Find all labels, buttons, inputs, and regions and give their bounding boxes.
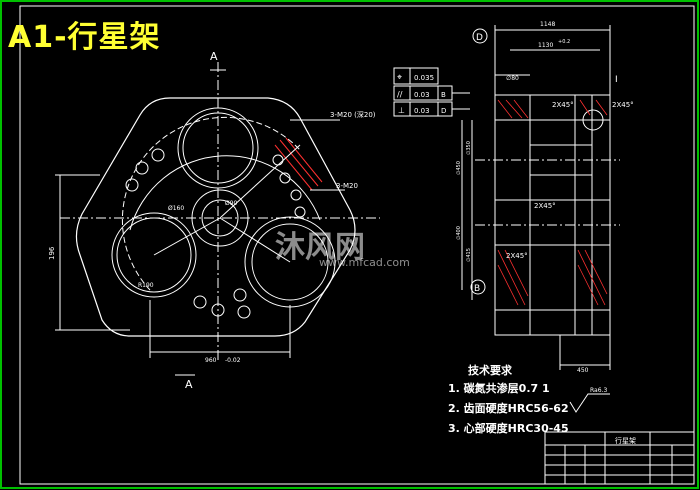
gdt-datum-2: B — [441, 91, 446, 99]
chamfer-3: 2X45° — [534, 202, 556, 210]
dim-vertical-2: ∅350 — [466, 141, 472, 155]
detail-circle — [582, 109, 604, 131]
small-hole — [125, 178, 139, 192]
small-hole — [279, 172, 291, 184]
outer-arc — [129, 155, 321, 231]
inner-frame — [19, 5, 695, 485]
section-outline — [494, 94, 611, 336]
title-block-label: 行星架 — [615, 436, 636, 445]
tech-requirement-item: 1. 碳氮共渗层0.7 1 — [448, 382, 550, 395]
datum-b-label: B — [474, 284, 480, 294]
gdt-value-2: 0.03 — [414, 91, 430, 99]
dim-left-top: ∅80 — [506, 75, 519, 82]
radial-line — [219, 217, 291, 263]
small-hole — [193, 295, 207, 309]
section-hatch — [497, 99, 608, 306]
chamfer-1: 2X45° — [552, 101, 574, 109]
gdt-symbol-1: ⌖ — [397, 73, 402, 83]
section-mark-a-top: A — [210, 50, 218, 63]
small-hole — [237, 305, 251, 319]
front-view — [55, 62, 380, 376]
gdt-symbol-2: // — [397, 90, 403, 99]
datum-b-bubble — [470, 279, 486, 295]
radial-line — [219, 144, 301, 219]
dim-inner-width: 1130 — [538, 42, 553, 49]
dim-inner-tolerance: +0.2 — [558, 39, 570, 45]
small-hole — [151, 148, 165, 162]
gdt-datum-3: D — [441, 107, 446, 115]
chamfer-4: 2X45° — [506, 252, 528, 260]
dim-bottom-horizontal: 960 — [205, 357, 217, 364]
planet-bore-left — [111, 212, 197, 298]
dim-diameter-2: Ø90 — [225, 200, 238, 207]
dim-vertical-1: ∅450 — [456, 161, 462, 175]
dim-vertical-4: ∅415 — [466, 248, 472, 262]
gdt-frames — [393, 67, 470, 117]
dim-vertical-3: ∅400 — [456, 226, 462, 240]
title-block — [544, 431, 695, 485]
datum-d-label: D — [476, 33, 483, 43]
section-view — [461, 25, 620, 370]
detail-mark: I — [615, 75, 618, 85]
chamfer-2: 2X45° — [612, 101, 634, 109]
section-hatch-front — [274, 137, 323, 191]
dim-bottom: 450 — [577, 367, 589, 374]
gdt-symbol-3: ⊥ — [398, 106, 405, 115]
section-mark-a-bottom: A — [185, 378, 193, 391]
small-hole — [135, 161, 149, 175]
gdt-value-3: 0.03 — [414, 107, 430, 115]
gdt-value-1: 0.035 — [414, 74, 434, 82]
tech-requirements-title: 技术要求 — [468, 364, 512, 377]
watermark: 沐风网 www.mfcad.com — [275, 222, 410, 269]
tech-requirement-item: 3. 心部硬度HRC30-45 — [448, 422, 569, 435]
carrier-outline — [75, 97, 356, 337]
roughness-label: Ra6.3 — [590, 387, 607, 394]
pitch-arc — [121, 116, 301, 291]
watermark-brand: 沐风网 — [275, 230, 365, 265]
dim-left-vertical: 196 — [48, 246, 56, 260]
dim-diameter-1: Ø160 — [168, 205, 184, 212]
center-bore-inner — [201, 199, 239, 237]
tech-requirement-item: 2. 齿面硬度HRC56-62 — [448, 402, 569, 415]
watermark-url: www.mfcad.com — [319, 256, 410, 269]
drawing-title: A1-行星架 — [8, 20, 161, 55]
callout-holes-1: 3-M20 (深20) — [330, 110, 376, 119]
small-hole — [290, 189, 302, 201]
callout-holes-2: 3-M20 — [336, 182, 358, 190]
small-hole — [233, 288, 247, 302]
dim-overall-width: 1148 — [540, 21, 555, 28]
small-hole — [272, 154, 284, 166]
radial-line — [153, 217, 221, 256]
roughness-symbol — [569, 393, 610, 413]
small-hole — [294, 206, 306, 218]
dim-radius: R190 — [138, 282, 154, 289]
datum-d-bubble — [472, 28, 488, 44]
planet-bore-right-inner — [251, 223, 329, 301]
dim-bottom-tolerance: -0.02 — [225, 357, 241, 364]
